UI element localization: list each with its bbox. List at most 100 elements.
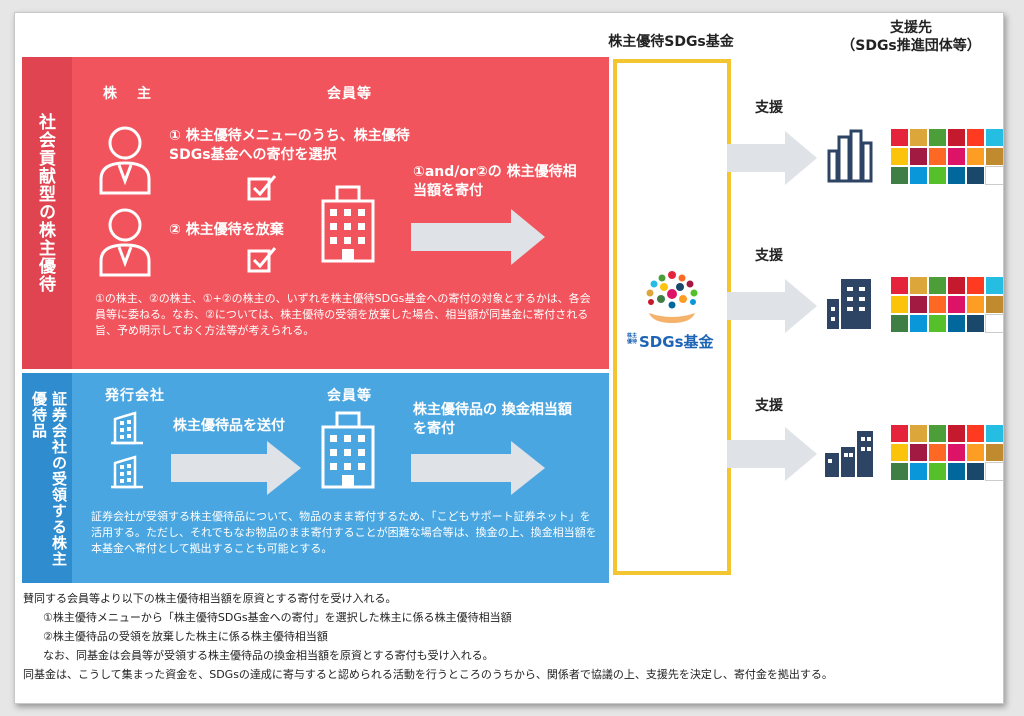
diagram-frame: 社会貢献型の株主優待 株 主 会員等 ① 株主優待メニューのうち、株主優待 SD… [14,12,1004,704]
shareholder-label: 株 主 [103,86,154,102]
issuer-building-icon [111,455,143,489]
sdg-goal-tile [948,315,965,332]
sdg-goal-tile [967,444,984,461]
sdg-goal-tile [929,296,946,313]
sdg-goal-tile [910,425,927,442]
sdg-goal-tile [985,462,1003,481]
sdg-goal-tile [910,129,927,146]
sdg-goal-tile [967,277,984,294]
footer-line-5: 同基金は、こうして集まった資金を、SDGsの達成に寄与すると認められる活動を行う… [23,668,833,681]
top-note: ①の株主、②の株主、①+②の株主の、いずれを株主優待SDGs基金への寄付の対象と… [95,292,591,337]
sdg-goal-tile [985,166,1003,185]
sdg-goal-tile [967,463,984,480]
sdg-goal-tile [948,167,965,184]
sdg-goal-tile [967,296,984,313]
sdg-goal-tile [986,148,1003,165]
sdg-goal-tile [910,444,927,461]
sdg-goal-tile [948,296,965,313]
footer-line-1: 賛同する会員等より以下の株主優待相当額を原資とする寄付を受け入れる。 [23,592,397,605]
recipient-building-icon [827,279,871,329]
sdg-goal-tile [986,425,1003,442]
recipients-header-line1: 支援先 [890,20,932,36]
top-section [72,57,609,369]
sdg-goal-tile [891,425,908,442]
sdg-goal-tile [929,425,946,442]
sdg-grid-icon [891,277,1003,333]
person-icon [99,126,151,195]
option-1-text: ① 株主優待メニューのうち、株主優待 SDGs基金への寄付を選択 [169,128,410,163]
fund-logo-icon [646,271,698,323]
sdg-goal-tile [910,277,927,294]
sdg-grid-icon [891,425,1003,481]
sdg-goal-tile [929,315,946,332]
sdg-goal-tile [948,463,965,480]
sdg-goal-tile [985,314,1003,333]
arrow-right-icon [411,441,545,495]
sdg-goal-tile [948,129,965,146]
arrow-right-icon [171,441,301,495]
building-icon [321,185,375,263]
sdg-goal-tile [929,129,946,146]
footer-line-3: ②株主優待品の受領を放棄した株主に係る株主優待相当額 [43,630,328,643]
sdg-goal-tile [948,444,965,461]
checkbox-icon [247,247,277,273]
fund-header: 株主優待SDGs基金 [608,34,734,50]
sdg-goal-tile [986,277,1003,294]
building-icon [321,411,375,489]
support-label-2: 支援 [755,248,783,264]
sdg-goal-tile [948,277,965,294]
sdg-goal-tile [929,463,946,480]
bottom-section-title: 証券会社の受領する株主優待品 [30,391,68,567]
support-label-1: 支援 [755,100,783,116]
issuer-building-icon [111,411,143,445]
sdg-goal-tile [929,148,946,165]
sdg-goal-tile [967,315,984,332]
sdg-grid-icon [891,129,1003,185]
top-section-side [22,57,72,369]
footer-line-4: なお、同基金は会員等が受領する株主優待品の換金相当額を原資とする寄付も受け入れる… [43,649,494,662]
bottom-arrow-text: 株主優待品の 換金相当額を寄付 [413,402,572,437]
footer-line-2: ①株主優待メニューから「株主優待SDGs基金への寄付」を選択した株主に係る株主優… [43,611,512,624]
fund-logo-text: SDGs基金 [639,333,714,351]
sdg-goal-tile [891,296,908,313]
sdg-goal-tile [910,315,927,332]
recipient-building-icon [827,129,873,183]
issuer-label: 発行会社 [105,388,165,404]
send-text: 株主優待品を送付 [173,418,285,434]
bottom-note: 証券会社が受領する株主優待品について、物品のまま寄付するため、「こどもサポート証… [91,510,597,555]
sdg-goal-tile [967,425,984,442]
sdg-goal-tile [891,167,908,184]
recipient-building-icon [825,431,873,477]
fund-logo-small: 株主優待 [627,333,638,345]
member-label-top: 会員等 [327,86,372,102]
checkbox-icon [247,175,277,201]
sdg-goal-tile [891,463,908,480]
sdg-goal-tile [948,425,965,442]
recipients-header: 支援先 （SDGs推進団体等） [831,19,991,55]
sdg-goal-tile [929,444,946,461]
sdg-goal-tile [986,296,1003,313]
member-label-bottom: 会員等 [327,388,372,404]
sdg-goal-tile [910,463,927,480]
sdg-goal-tile [967,167,984,184]
sdg-goal-tile [929,167,946,184]
sdg-goal-tile [891,148,908,165]
sdg-goal-tile [910,296,927,313]
sdg-goal-tile [891,129,908,146]
footer: 賛同する会員等より以下の株主優待相当額を原資とする寄付を受け入れる。 ①株主優待… [23,589,993,684]
sdg-goal-tile [967,129,984,146]
sdg-goal-tile [891,277,908,294]
recipients-header-line2: （SDGs推進団体等） [841,38,981,54]
sdg-goal-tile [986,129,1003,146]
sdg-goal-tile [891,444,908,461]
arrow-right-icon [727,131,817,185]
arrow-right-icon [727,279,817,333]
sdg-goal-tile [986,444,1003,461]
bottom-section-side [22,373,72,583]
sdg-goal-tile [967,148,984,165]
arrow-right-icon [411,209,545,265]
top-section-title: 社会貢献型の株主優待 [35,113,55,293]
person-icon [99,208,151,277]
sdg-goal-tile [948,148,965,165]
option-2-text: ② 株主優待を放棄 [169,222,284,238]
